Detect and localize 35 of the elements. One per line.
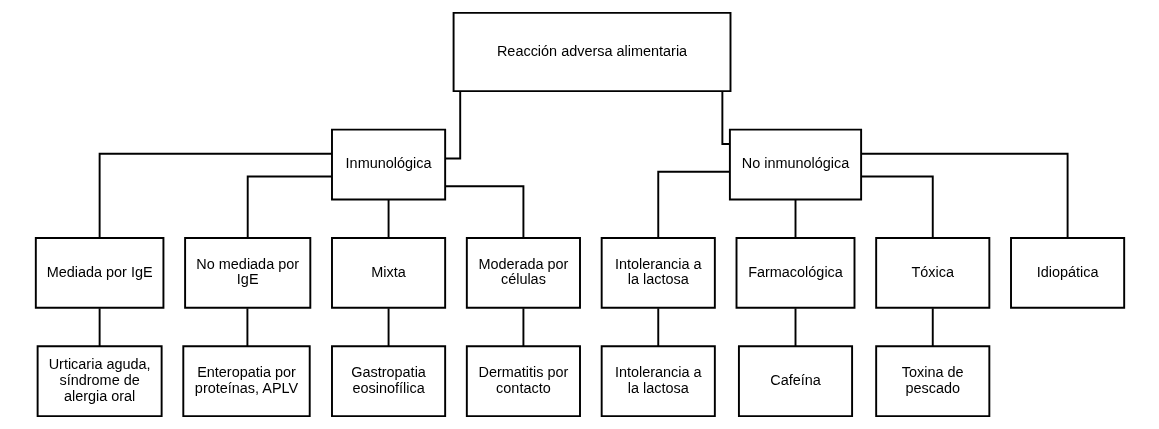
- node-box: Idiopática: [1009, 237, 1125, 309]
- connector: [656, 307, 659, 348]
- connector: [246, 175, 333, 239]
- connector: [98, 307, 101, 348]
- connector: [521, 307, 524, 348]
- node-box: No mediada por IgE: [183, 237, 311, 309]
- connector: [443, 185, 524, 239]
- node-box: Toxina de pescado: [874, 345, 990, 418]
- node-box: Tóxica: [874, 237, 990, 309]
- connector: [443, 90, 461, 160]
- connector: [387, 199, 390, 239]
- connector: [794, 199, 796, 239]
- node-box: Mixta: [330, 237, 446, 309]
- node-box: Farmacológica: [735, 237, 855, 309]
- node-box: Intolerancia a la lactosa: [600, 237, 716, 309]
- node-box: No inmunológica: [728, 128, 862, 201]
- node-box: Mediada por IgE: [34, 237, 164, 309]
- node-box: Inmunológica: [330, 128, 446, 201]
- node-box: Dermatitis por contacto: [465, 345, 581, 418]
- node-box: Enteropatia por proteínas, APLV: [181, 345, 311, 418]
- connector: [859, 175, 934, 239]
- node-box: Reacción adversa alimentaria: [452, 11, 731, 93]
- connector: [245, 307, 248, 348]
- connector: [931, 307, 934, 348]
- node-box: Cafeína: [737, 345, 853, 418]
- node-box: Moderada por células: [465, 237, 581, 309]
- connector: [656, 170, 731, 239]
- connector: [720, 90, 731, 146]
- node-box: Gastropatia eosinofílica: [330, 345, 446, 418]
- node-box: Intolerancia a la lactosa: [600, 345, 716, 418]
- connector: [387, 307, 390, 348]
- connector: [98, 152, 333, 239]
- node-box: Urticaria aguda, síndrome de alergia oral: [36, 345, 163, 418]
- connector: [794, 307, 796, 348]
- connector: [859, 152, 1069, 239]
